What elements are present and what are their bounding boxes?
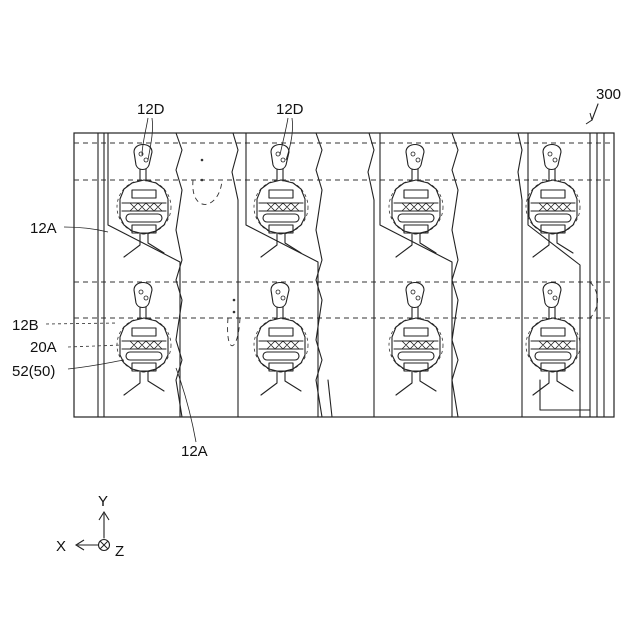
label-12d-right: 12D [276, 101, 304, 118]
vertical-wiring [98, 133, 604, 417]
element-unit [117, 145, 171, 258]
label-12a-bottom: 12A [181, 443, 208, 460]
axis-indicator: Y X Z [56, 493, 124, 560]
label-12b: 12B [12, 317, 39, 334]
element-unit [389, 283, 443, 396]
dashed-boundaries [74, 143, 614, 346]
element-unit [526, 145, 580, 258]
axis-label-y: Y [98, 493, 108, 510]
label-12d-left: 12D [137, 101, 165, 118]
axis-label-z: Z [115, 543, 124, 560]
label-52-50: 52(50) [12, 363, 55, 380]
substrate-outline [74, 133, 614, 417]
element-array [117, 145, 580, 396]
label-12a-top: 12A [30, 220, 57, 237]
element-unit [389, 145, 443, 258]
label-300: 300 [596, 86, 621, 103]
element-unit [117, 283, 171, 396]
element-unit [254, 145, 308, 258]
contact-dots [201, 159, 236, 314]
axis-label-x: X [56, 538, 66, 555]
element-unit [526, 283, 580, 396]
label-20a: 20A [30, 339, 57, 356]
element-unit [254, 283, 308, 396]
